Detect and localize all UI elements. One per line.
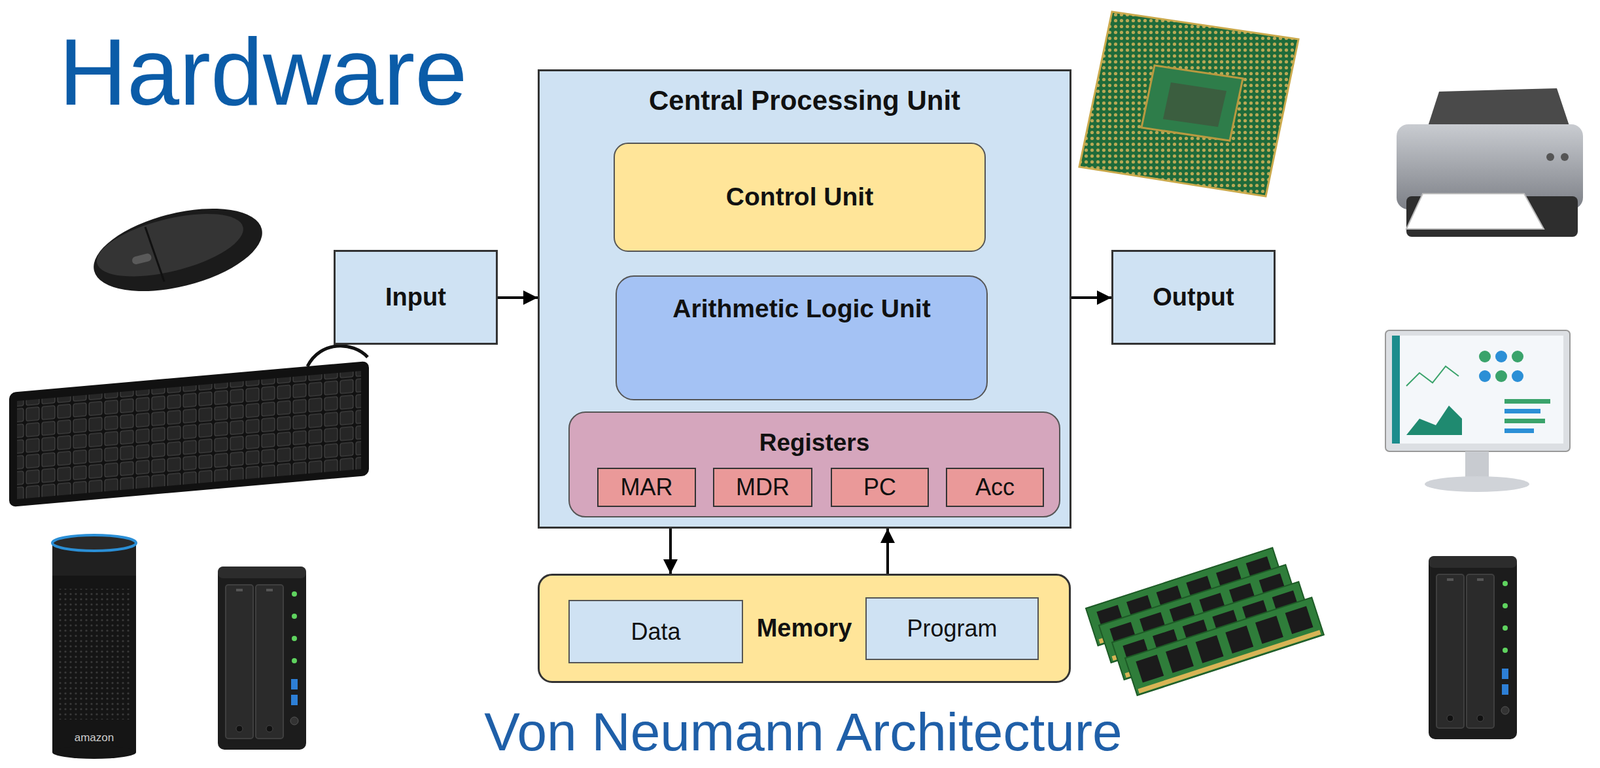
printer-illustration-part (1406, 193, 1544, 229)
ram-illustration-part-part (1225, 625, 1254, 654)
monitor-illustration (1385, 330, 1570, 492)
mouse-illustration-part (85, 193, 271, 307)
diagram-caption: Von Neumann Architecture (404, 703, 1203, 761)
node-label: Arithmetic Logic Unit (672, 293, 931, 325)
keyboard-illustration-part-part (17, 370, 362, 500)
node-label: Registers (759, 428, 870, 458)
node-label: PC (863, 472, 897, 502)
arrow-connector (1071, 296, 1112, 299)
monitor-illustration-part (1478, 370, 1491, 383)
register-cell: MAR (597, 467, 696, 507)
smart-speaker-illustration (52, 535, 137, 759)
control-unit-box: Control Unit (613, 142, 986, 252)
mouse-illustration-part (90, 201, 250, 289)
node-label: Input (385, 282, 447, 313)
smart-speaker-illustration-part (56, 588, 133, 720)
node-label: Program (906, 614, 997, 643)
keyboard-illustration (9, 346, 369, 507)
monitor-illustration-part (1406, 366, 1459, 386)
smart-speaker-illustration-part (52, 535, 137, 551)
register-cell: Acc (945, 467, 1044, 507)
ram-illustration-part-part (1195, 635, 1224, 664)
monitor-illustration-part (1504, 408, 1541, 414)
node-label: MAR (620, 472, 674, 502)
node-label: Output (1152, 282, 1235, 313)
input-box: Input (333, 249, 498, 345)
ram-illustration-part (1125, 597, 1324, 696)
printer-illustration-part (1546, 153, 1555, 161)
cpu-chip-illustration-part (1079, 11, 1299, 197)
memory-section-box: Program (865, 597, 1039, 661)
monitor-illustration-part (1495, 350, 1508, 363)
register-cell: MDR (713, 467, 813, 507)
ram-illustration-part-part (1135, 654, 1164, 683)
node-label: Control Unit (726, 181, 874, 213)
nas-illustration (217, 566, 307, 750)
keyboard-illustration-part (307, 346, 368, 367)
memory-section-box: Data (568, 599, 744, 664)
monitor-illustration-part (1465, 451, 1489, 479)
output-box: Output (1111, 249, 1276, 345)
smart-speaker-illustration-part (52, 745, 137, 759)
cpu-chip-illustration-part (1141, 65, 1243, 141)
alu-box: Arithmetic Logic Unit (615, 275, 988, 401)
monitor-illustration-part (1511, 350, 1524, 363)
keyboard-illustration-part-part (9, 361, 369, 507)
arrow-connector (497, 296, 538, 299)
cpu-chip-illustration (1079, 11, 1299, 197)
printer-illustration-part (1560, 153, 1569, 161)
printer-illustration (1396, 88, 1583, 237)
cpu-chip-illustration-part (1163, 82, 1227, 127)
ram-illustration-part-part (1125, 597, 1324, 696)
ram-illustration-part-part (1165, 644, 1194, 674)
ram-illustration-part-part (1138, 629, 1322, 694)
monitor-illustration-part (1504, 418, 1546, 424)
smart-speaker-illustration-part (52, 542, 137, 753)
mouse-illustration-part (131, 252, 153, 265)
node-label: Central Processing Unit (648, 84, 961, 118)
monitor-illustration-part (1504, 428, 1534, 434)
arrow-connector (886, 528, 889, 574)
monitor-illustration-part (1424, 476, 1530, 492)
arrow-connector (669, 528, 672, 574)
ram-illustration (1085, 547, 1324, 696)
node-label: Data (630, 617, 681, 646)
monitor-illustration-part (1478, 350, 1491, 363)
node-label: Acc (975, 472, 1015, 502)
keyboard-illustration-part (9, 361, 369, 507)
monitor-illustration-part (1406, 405, 1462, 435)
monitor-illustration-part (1504, 399, 1551, 404)
monitor-illustration-part (1495, 370, 1508, 383)
node-label: MDR (735, 472, 790, 502)
monitor-illustration-part (1511, 370, 1524, 383)
memory-box: Memory Data Program (537, 573, 1071, 683)
diagram-title: Hardware (58, 18, 468, 127)
nas-illustration (1428, 556, 1517, 740)
brand-label: amazon (52, 731, 137, 745)
node-label: Memory (756, 613, 853, 644)
cpu-box: Central Processing UnitControl UnitArith… (537, 69, 1072, 529)
ram-illustration-part-part (1255, 615, 1284, 644)
register-cell: PC (830, 467, 929, 507)
monitor-illustration-part (1385, 330, 1570, 452)
monitor-illustration-part (1391, 335, 1564, 444)
mouse-illustration (85, 193, 271, 307)
ram-illustration-part-part (1285, 606, 1314, 635)
cpu-chip-illustration-part (1079, 11, 1299, 197)
monitor-illustration-part (1391, 335, 1400, 444)
registers-box: RegistersMAR MDR PC Acc (568, 411, 1061, 518)
